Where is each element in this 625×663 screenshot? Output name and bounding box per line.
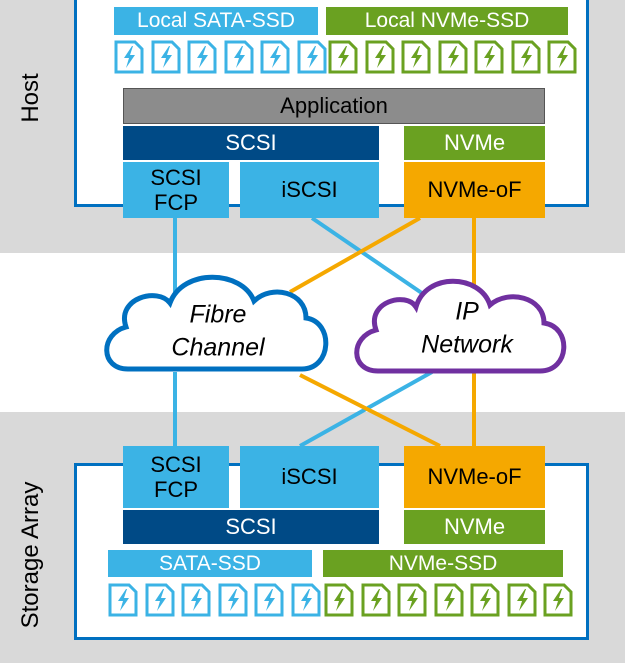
local-nvme-ssd-header: Local NVMe-SSD xyxy=(326,7,568,35)
nvmeof-fc-link-host xyxy=(289,216,421,294)
storage-nvme-layer: NVMe xyxy=(404,510,545,544)
ssd-lightning-icon xyxy=(365,40,395,74)
ssd-lightning-icon xyxy=(361,583,391,617)
ssd-lightning-icon xyxy=(543,583,573,617)
host-scsi-layer: SCSI xyxy=(123,126,379,160)
ssd-lightning-icon xyxy=(328,40,358,74)
ip-label-line2: Network xyxy=(421,330,513,358)
ssd-lightning-icon xyxy=(507,583,537,617)
host-iscsi-box: iSCSI xyxy=(240,162,379,218)
fibre-channel-label: Fibre Channel xyxy=(171,299,264,364)
storage-iscsi-box: iSCSI xyxy=(240,446,379,508)
local-sata-ssd-header: Local SATA-SSD xyxy=(114,7,318,35)
storage-scsi-fcp-line1: SCSI xyxy=(150,451,202,477)
nvme-ssd-header: NVMe-SSD xyxy=(323,550,563,577)
ssd-lightning-icon xyxy=(114,40,144,74)
ssd-lightning-icon xyxy=(291,583,321,617)
ssd-lightning-icon xyxy=(401,40,431,74)
fibre-label-line1: Fibre xyxy=(189,300,247,329)
iscsi-link-host xyxy=(310,216,434,302)
storage-nvme-of-box: NVMe-oF xyxy=(404,446,545,508)
ssd-lightning-icon xyxy=(397,583,427,617)
ssd-lightning-icon xyxy=(108,583,138,617)
ssd-lightning-icon xyxy=(547,40,577,74)
ssd-lightning-icon xyxy=(511,40,541,74)
ssd-lightning-icon xyxy=(254,583,284,617)
ssd-lightning-icon xyxy=(297,40,327,74)
host-scsi-fcp-box: SCSI FCP xyxy=(123,162,229,218)
ip-label-line1: IP xyxy=(455,297,479,326)
ssd-lightning-icon xyxy=(434,583,464,617)
fibre-channel-cloud-icon xyxy=(104,274,329,372)
storage-scsi-layer: SCSI xyxy=(123,510,379,544)
ssd-lightning-icon xyxy=(224,40,254,74)
sata-ssd-header: SATA-SSD xyxy=(108,550,312,577)
ip-network-cloud-icon xyxy=(354,278,567,374)
nvmeof-fc-link-storage xyxy=(299,373,441,448)
ssd-lightning-icon xyxy=(181,583,211,617)
ssd-lightning-icon xyxy=(324,583,354,617)
ssd-lightning-icon xyxy=(151,40,181,74)
ssd-lightning-icon xyxy=(260,40,290,74)
ip-network-label: IP Network xyxy=(421,296,513,361)
ssd-lightning-icon xyxy=(470,583,500,617)
ssd-lightning-icon xyxy=(438,40,468,74)
storage-scsi-fcp-box: SCSI FCP xyxy=(123,446,229,508)
host-scsi-fcp-line2: FCP xyxy=(154,190,198,215)
ssd-lightning-icon xyxy=(218,583,248,617)
storage-scsi-fcp-line2: FCP xyxy=(154,477,198,502)
ssd-lightning-icon xyxy=(474,40,504,74)
host-nvme-of-box: NVMe-oF xyxy=(404,162,545,218)
ssd-lightning-icon xyxy=(187,40,217,74)
ssd-lightning-icon xyxy=(145,583,175,617)
host-scsi-fcp-line1: SCSI xyxy=(150,164,202,190)
application-layer: Application xyxy=(123,88,545,124)
host-nvme-layer: NVMe xyxy=(404,126,545,160)
fibre-label-line2: Channel xyxy=(171,333,265,361)
